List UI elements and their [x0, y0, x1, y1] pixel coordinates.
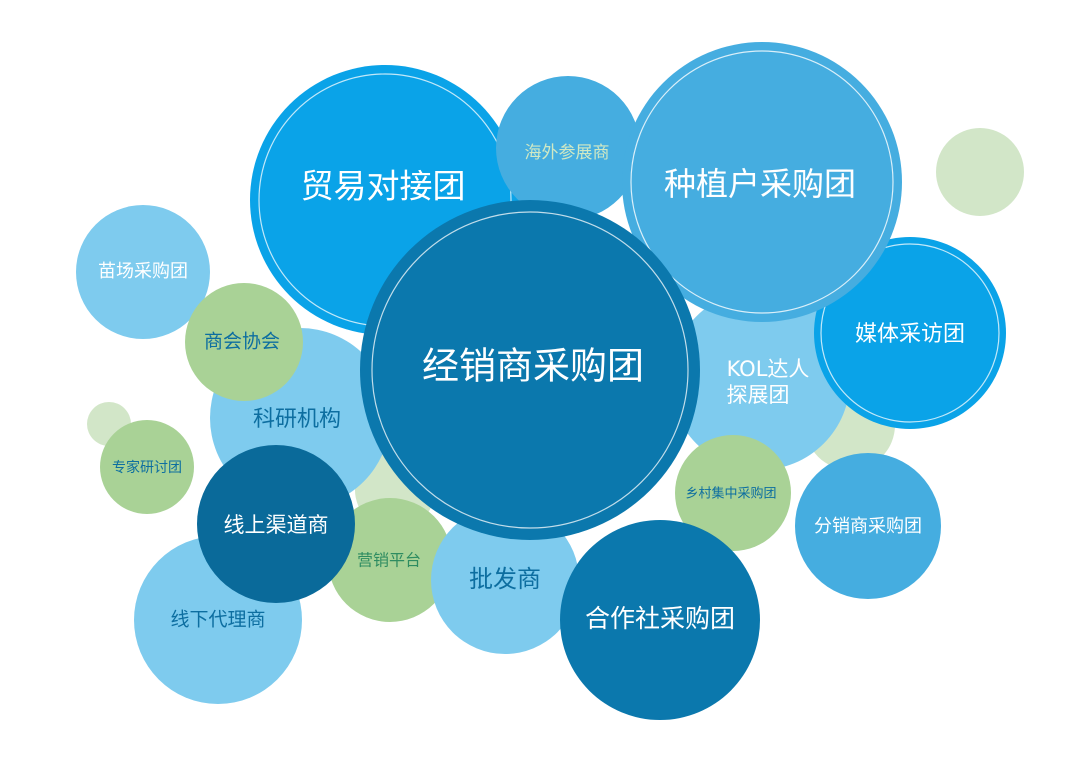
bubble-shanghui-circle	[185, 283, 303, 401]
bubble-xianshang-circle	[197, 445, 355, 603]
bubble-haiwai-circle	[496, 76, 640, 220]
bubble-jingxiaoshang-label: 经销商采购团	[422, 345, 644, 388]
decor-circle-top-right	[936, 128, 1024, 216]
bubble-xianshang-label: 线上渠道商	[224, 513, 329, 537]
bubble-meiti: 媒体采访团	[814, 237, 1006, 429]
bubble-xiangcun-label: 乡村集中采购团	[685, 486, 776, 502]
bubble-haiwai: 海外参展商	[496, 76, 640, 220]
bubble-jingxiaoshang-ring	[371, 211, 689, 529]
bubble-miaochang: 苗场采购团	[76, 205, 210, 339]
bubble-hezuoshe-circle	[560, 520, 760, 720]
bubble-xiangcun: 乡村集中采购团	[675, 435, 791, 551]
bubble-kol-label-line2: 探展团	[727, 383, 790, 407]
bubble-pifa-label: 批发商	[469, 565, 541, 593]
bubble-zhuanjia-circle	[100, 420, 194, 514]
bubble-yingxiao-circle	[328, 498, 452, 622]
bubble-hezuoshe-label: 合作社采购团	[585, 604, 735, 633]
bubble-zhuanjia: 专家研讨团	[100, 420, 194, 514]
bubble-meiti-label: 媒体采访团	[855, 322, 965, 347]
bubble-jingxiaoshang-circle	[360, 200, 700, 540]
bubble-pifa-circle	[431, 506, 579, 654]
bubble-kol-label-line1: KOL达人	[727, 357, 810, 381]
bubble-shanghui: 商会协会	[185, 283, 303, 401]
bubble-haiwai-label: 海外参展商	[525, 143, 610, 163]
bubble-meiti-circle	[814, 237, 1006, 429]
bubble-zhuanjia-label: 专家研讨团	[112, 459, 182, 476]
bubble-xiangcun-circle	[675, 435, 791, 551]
bubble-keyan-label: 科研机构	[253, 407, 341, 432]
bubble-kol: KOL达人 探展团	[670, 290, 850, 470]
bubble-yingxiao-label: 营销平台	[357, 551, 421, 570]
bubble-zhongzhihu-label: 种植户采购团	[664, 165, 856, 203]
bubble-xianxia-label: 线下代理商	[170, 609, 265, 631]
bubble-fenxiao: 分销商采购团	[795, 453, 941, 599]
bubble-fenxiao-circle	[795, 453, 941, 599]
bubble-jingxiaoshang: 经销商采购团	[360, 200, 700, 540]
bubble-zhongzhihu-ring	[630, 50, 894, 314]
bubble-maoyi-label: 贸易对接团	[301, 167, 466, 206]
bubble-fenxiao-label: 分销商采购团	[814, 516, 922, 537]
bubble-miaochang-circle	[76, 205, 210, 339]
bubble-pifa: 批发商	[431, 506, 579, 654]
bubble-miaochang-label: 苗场采购团	[98, 261, 188, 282]
bubble-yingxiao: 营销平台	[328, 498, 452, 622]
bubble-zhongzhihu: 种植户采购团	[622, 42, 902, 322]
bubble-kol-circle	[670, 290, 850, 470]
bubble-shanghui-label: 商会协会	[204, 331, 280, 353]
bubble-xianshang: 线上渠道商	[197, 445, 355, 603]
bubble-zhongzhihu-circle	[622, 42, 902, 322]
bubble-hezuoshe: 合作社采购团	[560, 520, 760, 720]
bubble-meiti-ring	[820, 243, 1000, 423]
